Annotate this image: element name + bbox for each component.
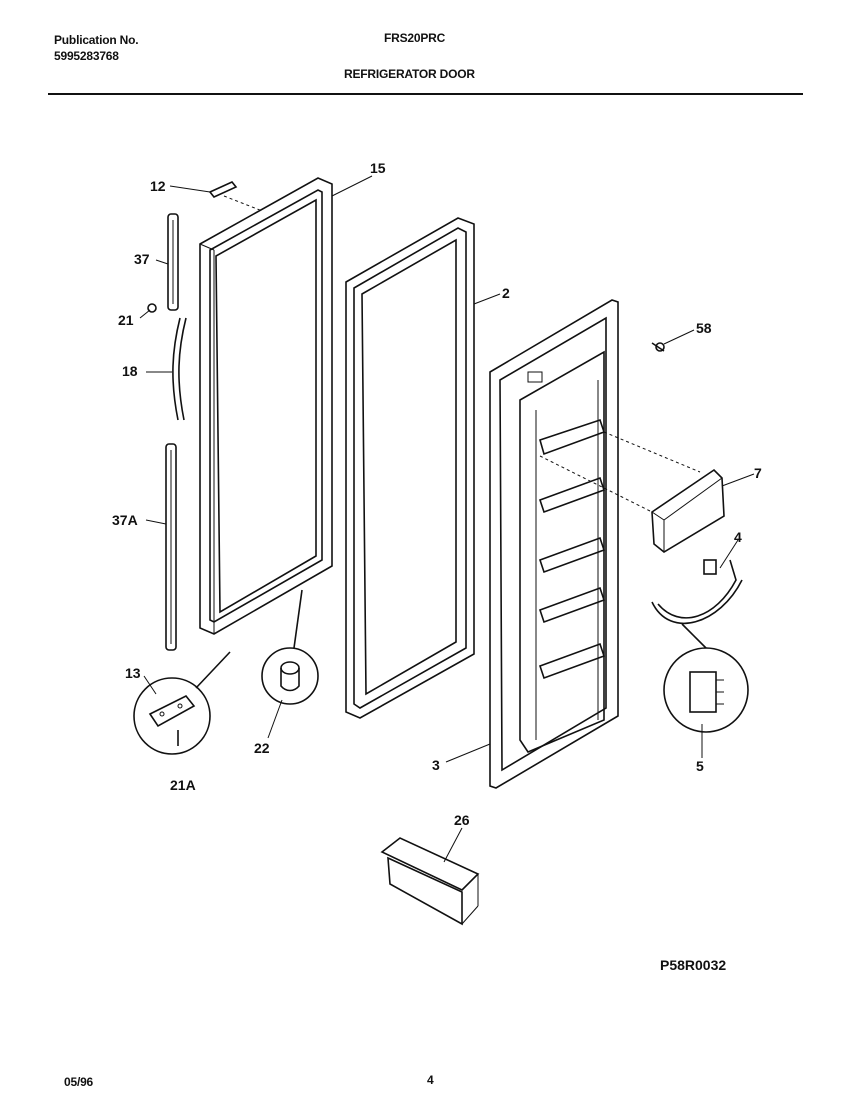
callout-12: 12 <box>150 178 166 194</box>
header-rule <box>48 93 803 95</box>
part-13-hinge-detail <box>133 651 231 755</box>
part-26-small-bin <box>380 837 480 926</box>
model-number: FRS20PRC <box>384 31 446 45</box>
callout-3: 3 <box>432 757 440 773</box>
callout-22: 22 <box>254 740 270 756</box>
page-number: 4 <box>427 1073 434 1087</box>
callout-18: 18 <box>122 363 138 379</box>
part-5-cam-detail <box>663 623 749 733</box>
section-title: REFRIGERATOR DOOR <box>344 67 475 81</box>
part-2-gasket <box>345 217 475 719</box>
callout-26: 26 <box>454 812 470 828</box>
part-12-clip <box>208 181 271 215</box>
callout-2: 2 <box>502 285 510 301</box>
part-15-door-frame <box>199 177 333 635</box>
leader-lines <box>139 175 755 863</box>
part-4-strap <box>651 559 743 625</box>
part-handle-assembly <box>147 213 187 651</box>
diagram-code: P58R0032 <box>660 957 727 973</box>
callout-37a: 37A <box>112 512 138 528</box>
part-22-bushing-detail <box>261 589 319 705</box>
callout-13: 13 <box>125 665 141 681</box>
callout-15: 15 <box>370 160 386 176</box>
callout-58: 58 <box>696 320 712 336</box>
publication-label: Publication No. <box>54 33 139 47</box>
callout-21: 21 <box>118 312 134 328</box>
callout-4: 4 <box>734 529 742 545</box>
callout-21a: 21A <box>170 777 196 793</box>
callout-7: 7 <box>754 465 762 481</box>
callout-5: 5 <box>696 758 704 774</box>
publication-number: 5995283768 <box>54 49 119 63</box>
footer-date: 05/96 <box>64 1075 94 1089</box>
callout-37: 37 <box>134 251 150 267</box>
part-7-bin <box>539 431 725 553</box>
part-3-door-liner <box>489 299 619 789</box>
part-58-screw <box>651 342 665 352</box>
